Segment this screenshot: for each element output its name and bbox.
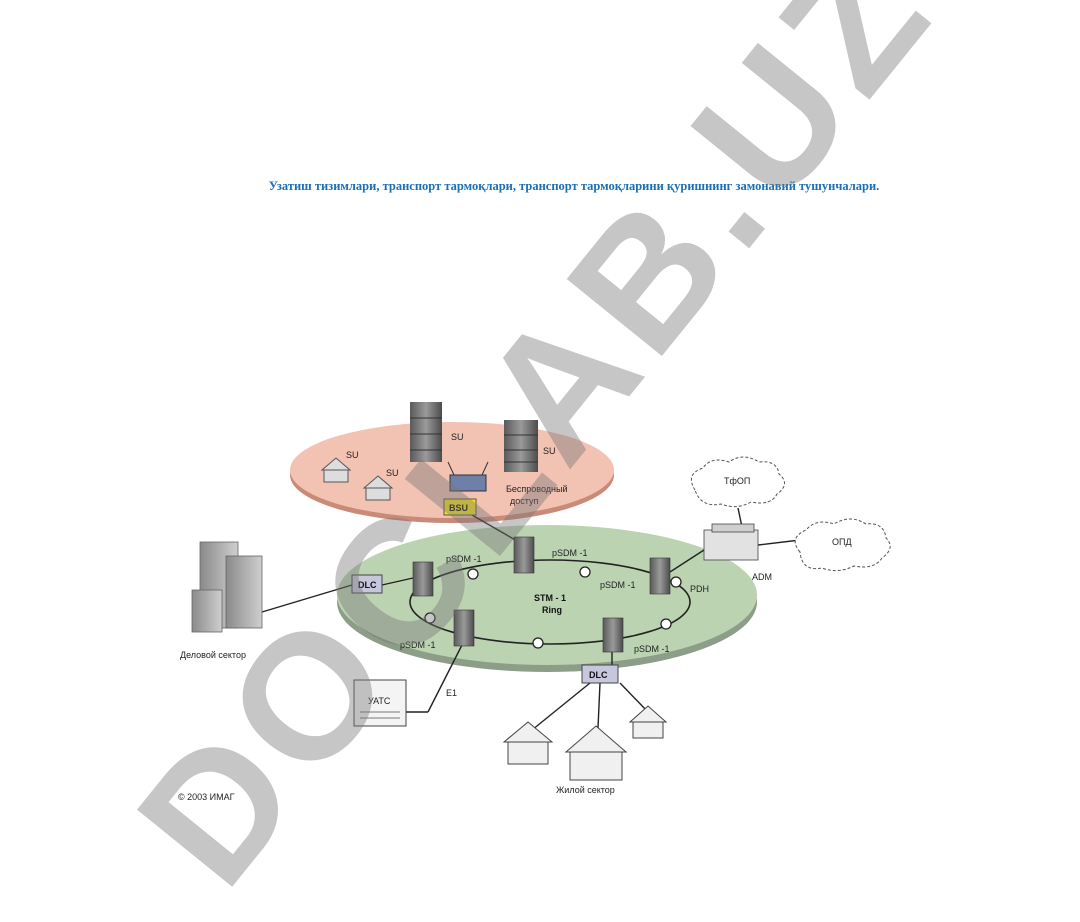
- business-sector-label: Деловой сектор: [180, 650, 246, 660]
- house-icon: [564, 725, 628, 781]
- su-label: SU: [543, 446, 556, 456]
- server-icon: [410, 402, 442, 462]
- psdm-label: pSDM -1: [400, 640, 436, 650]
- wireless-label: доступ: [510, 496, 538, 506]
- psdm-label: pSDM -1: [634, 644, 670, 654]
- tfop-label: ТфОП: [724, 476, 750, 486]
- adm-label: ADM: [752, 572, 772, 582]
- bsu-label: BSU: [449, 503, 468, 513]
- opd-label: ОПД: [832, 537, 852, 547]
- dlc-box: [351, 574, 619, 684]
- base-station-icon: [443, 461, 489, 516]
- uatc-icon: [353, 679, 407, 727]
- su-label: SU: [346, 450, 359, 460]
- ring-nodes: [424, 566, 682, 649]
- network-diagram: SU SU SU SU Беспроводный доступ BSU ТфОП…: [178, 402, 891, 802]
- copyright-label: © 2003 ИМАГ: [178, 792, 235, 802]
- business-buildings-icon: [191, 541, 263, 633]
- multiplexer-icon: [412, 536, 671, 653]
- uatc-label: УАТС: [368, 696, 391, 706]
- dlc-label: DLC: [358, 580, 377, 590]
- house-icon: [362, 475, 394, 501]
- e1-label: E1: [446, 688, 457, 698]
- stm-ring: [409, 559, 691, 645]
- page-title: Узатиш тизимлари, транспорт тармоқлари, …: [268, 179, 880, 193]
- wireless-label: Беспроводный: [506, 484, 568, 494]
- psdm-label: pSDM -1: [552, 548, 588, 558]
- pdh-label: PDH: [690, 584, 709, 594]
- stm-label: STM - 1: [534, 593, 566, 603]
- server-icon: [504, 420, 538, 472]
- ring-label: Ring: [542, 605, 562, 615]
- house-icon: [502, 721, 554, 765]
- adm-icon: [703, 523, 759, 561]
- house-icon: [628, 705, 668, 739]
- psdm-label: pSDM -1: [446, 554, 482, 564]
- dlc-label: DLC: [589, 670, 608, 680]
- su-label: SU: [451, 432, 464, 442]
- cloud-icon: [794, 518, 891, 572]
- residential-sector-label: Жилой сектор: [556, 785, 615, 795]
- house-icon: [320, 457, 352, 483]
- cloud-icon: [690, 456, 785, 508]
- psdm-label: pSDM -1: [600, 580, 636, 590]
- su-label: SU: [386, 468, 399, 478]
